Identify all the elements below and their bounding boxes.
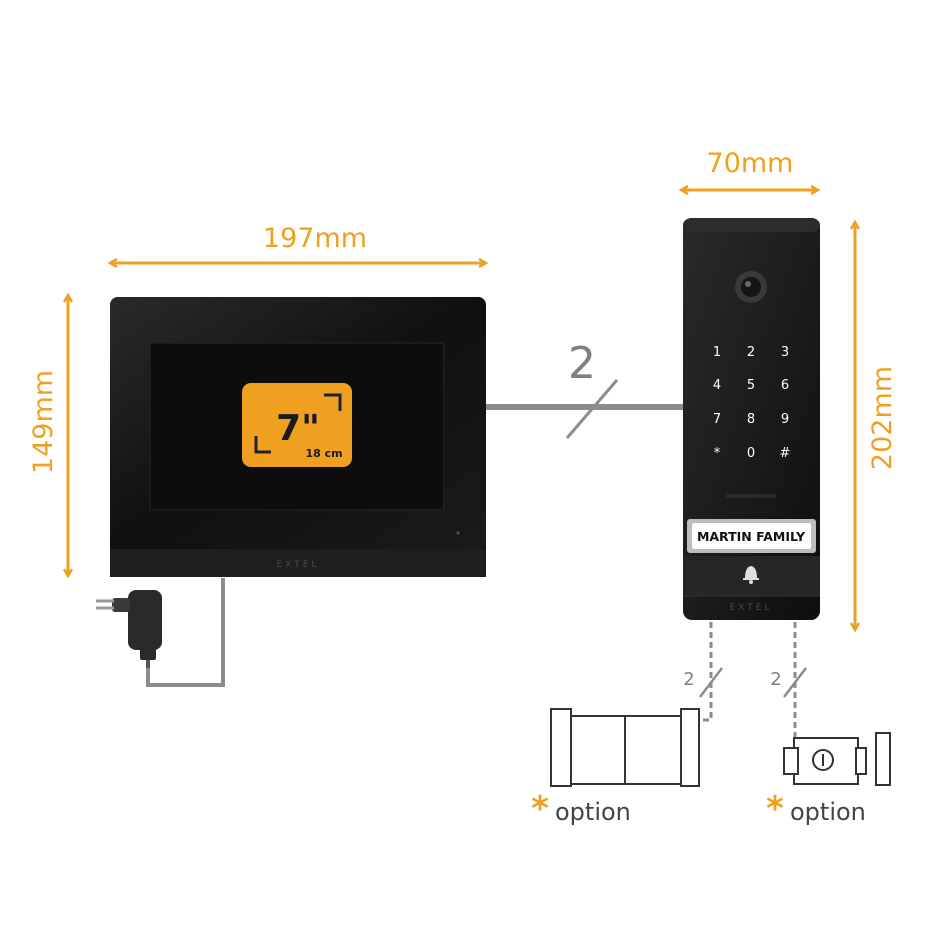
screen-size-cm: 18 cm: [305, 447, 342, 460]
gate-wire: 2: [683, 622, 723, 722]
main-wire-connection: 2: [486, 338, 683, 439]
lock-wire-count: 2: [770, 669, 781, 690]
key-7[interactable]: 7: [713, 412, 721, 427]
main-wire-count: 2: [568, 338, 596, 389]
name-tag-text: MARTIN FAMILY: [697, 529, 806, 544]
monitor-height-label: 149mm: [28, 370, 59, 474]
key-hash[interactable]: #: [780, 446, 791, 461]
key-3[interactable]: 3: [781, 345, 789, 360]
screen-size-badge: 7" 18 cm: [242, 383, 352, 467]
key-1[interactable]: 1: [713, 345, 721, 360]
gate-wire-count: 2: [683, 669, 694, 690]
key-4[interactable]: 4: [713, 378, 721, 393]
lock-option-text: option: [790, 798, 866, 826]
panel-width-dimension: 70mm: [681, 148, 818, 190]
monitor: EXTEL 7" 18 cm: [110, 297, 486, 577]
monitor-height-dimension: 149mm: [28, 295, 68, 576]
panel-brand: EXTEL: [730, 603, 773, 613]
monitor-width-dimension: 197mm: [110, 223, 486, 263]
bell-icon[interactable]: [743, 566, 759, 584]
lock-option-label: * option: [766, 789, 866, 829]
key-star[interactable]: *: [714, 446, 721, 461]
panel-height-label: 202mm: [867, 366, 898, 470]
gate-option-label: * option: [531, 789, 631, 829]
key-8[interactable]: 8: [747, 412, 755, 427]
camera-icon: [735, 271, 767, 303]
lock-wire: 2: [770, 622, 807, 738]
keypad: 1 2 3 4 5 6 7 8 9 * 0 #: [713, 345, 791, 461]
gate-icon: [550, 708, 700, 787]
panel-height-dimension: 202mm: [855, 222, 898, 630]
power-cable: [146, 578, 225, 687]
key-9[interactable]: 9: [781, 412, 789, 427]
panel-width-label: 70mm: [707, 148, 794, 179]
door-lock-icon: [783, 732, 891, 786]
screen-size-inches: 7": [276, 408, 320, 449]
power-adapter: [96, 590, 162, 668]
key-5[interactable]: 5: [747, 378, 755, 393]
gate-option-asterisk: *: [531, 789, 549, 829]
gate-option-text: option: [555, 798, 631, 826]
key-2[interactable]: 2: [747, 345, 755, 360]
lock-option-asterisk: *: [766, 789, 784, 829]
door-panel: 1 2 3 4 5 6 7 8 9 * 0 # MARTIN FAMILY EX…: [683, 218, 820, 620]
key-0[interactable]: 0: [747, 446, 755, 461]
monitor-brand: EXTEL: [277, 560, 320, 570]
monitor-width-label: 197mm: [263, 223, 367, 254]
key-6[interactable]: 6: [781, 378, 789, 393]
name-tag: MARTIN FAMILY: [687, 519, 816, 553]
